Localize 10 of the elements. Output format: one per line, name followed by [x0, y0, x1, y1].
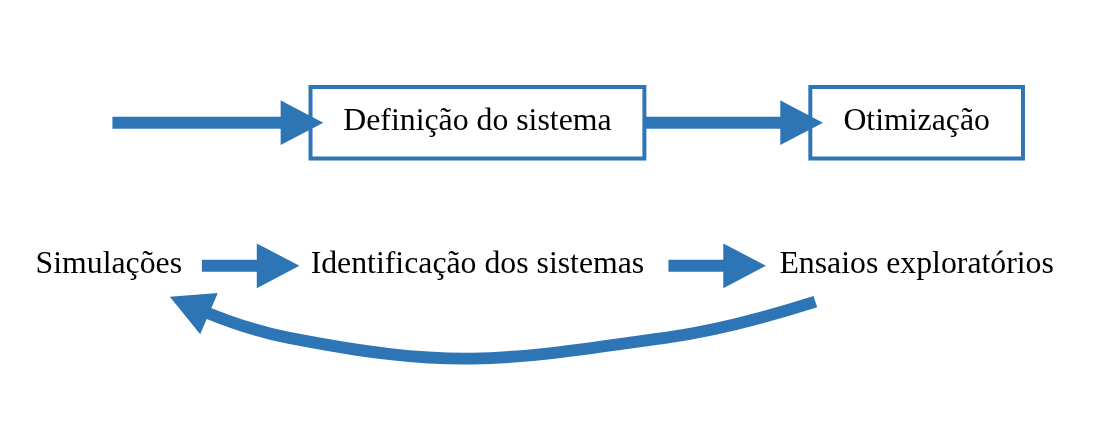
- arrow: [169, 292, 818, 364]
- node-box: Definição do sistema: [308, 84, 647, 160]
- node-text: Identificação dos sistemas: [310, 244, 645, 280]
- arrow: [112, 99, 324, 145]
- arrow: [668, 242, 766, 288]
- arrow: [644, 99, 823, 145]
- arrow: [201, 242, 300, 288]
- node-text: Ensaios exploratórios: [779, 244, 1054, 280]
- node-text: Simulações: [35, 244, 183, 280]
- node-box: Otimização: [808, 84, 1025, 160]
